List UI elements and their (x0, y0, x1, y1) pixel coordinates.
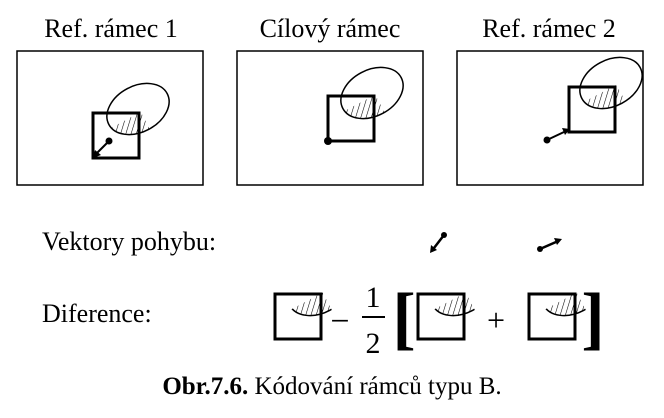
minus-sign: − (330, 303, 349, 340)
difference-label: Diference: (42, 299, 152, 328)
close-bracket: ] (581, 280, 604, 357)
frame-title-target: Cílový rámec (260, 14, 401, 43)
fraction-numerator: 1 (366, 281, 381, 314)
fraction-one-half: 1 2 (362, 281, 385, 360)
fraction-denominator: 2 (366, 327, 381, 360)
frame-ref1 (16, 50, 204, 186)
motion-vector-2-icon (537, 238, 562, 252)
motion-vector-arrow (93, 137, 113, 158)
plus-sign: + (487, 302, 505, 338)
motion-vector-1-icon (430, 232, 447, 253)
frame-title-ref2: Ref. rámec 2 (482, 14, 616, 43)
motion-vector-arrow (543, 128, 570, 144)
block-origin-dot (324, 137, 332, 145)
frame-ref2 (456, 50, 644, 186)
hatched-object (567, 56, 643, 134)
caption-number: Obr.7.6. (162, 373, 248, 400)
caption-text: Kódování rámců typu B. (248, 373, 501, 400)
frame-target (236, 50, 424, 186)
hatched-object (326, 66, 404, 143)
frame-title-ref1: Ref. rámec 1 (44, 14, 178, 43)
motion-vectors-label: Vektory pohybu: (42, 227, 216, 256)
figure-caption: Obr.7.6. Kódování rámců typu B. (162, 373, 501, 400)
open-bracket: [ (392, 280, 415, 357)
